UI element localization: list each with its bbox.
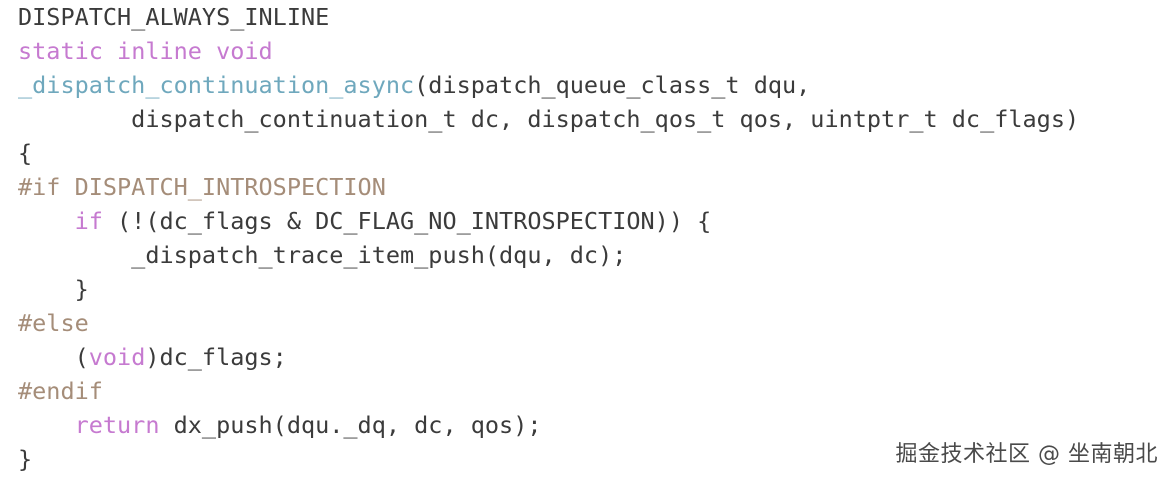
code-token: #if DISPATCH_INTROSPECTION xyxy=(18,173,386,201)
code-token xyxy=(103,37,117,65)
code-line-12: #endif xyxy=(18,374,1079,408)
code-line-13: return dx_push(dqu._dq, dc, qos); xyxy=(18,408,1079,442)
code-token: (dispatch_queue_class_t dqu, xyxy=(414,71,811,99)
code-token: (!(dc_flags & DC_FLAG_NO_INTROSPECTION))… xyxy=(102,207,712,235)
code-token: if xyxy=(74,207,103,235)
code-token: { xyxy=(18,139,33,167)
code-token: _dispatch_continuation_async xyxy=(18,71,415,99)
code-line-7: if (!(dc_flags & DC_FLAG_NO_INTROSPECTIO… xyxy=(18,204,1079,238)
code-token: dispatch_continuation_t dc, dispatch_qos… xyxy=(18,105,1080,133)
code-line-3: _dispatch_continuation_async(dispatch_qu… xyxy=(18,68,1079,102)
code-token: static xyxy=(18,37,103,65)
code-line-9: } xyxy=(18,272,1079,306)
code-token: #else xyxy=(18,309,89,337)
code-token: } xyxy=(18,445,33,473)
code-token: DISPATCH_ALWAYS_INLINE xyxy=(18,3,330,31)
code-line-4: dispatch_continuation_t dc, dispatch_qos… xyxy=(18,102,1079,136)
watermark-text: 掘金技术社区 @ 坐南朝北 xyxy=(895,442,1158,467)
code-line-5: { xyxy=(18,136,1079,170)
code-token: void xyxy=(216,37,273,65)
code-token xyxy=(18,207,75,235)
code-token: )dc_flags; xyxy=(145,343,287,371)
code-token: } xyxy=(18,275,89,303)
code-token: _dispatch_trace_item_push(dqu, dc); xyxy=(18,241,627,269)
code-line-2: static inline void xyxy=(18,34,1079,68)
code-line-14: } xyxy=(18,442,1079,476)
code-line-8: _dispatch_trace_item_push(dqu, dc); xyxy=(18,238,1079,272)
code-token: inline xyxy=(117,37,202,65)
code-token xyxy=(18,411,75,439)
code-line-6: #if DISPATCH_INTROSPECTION xyxy=(18,170,1079,204)
code-token: #endif xyxy=(18,377,103,405)
code-line-10: #else xyxy=(18,306,1079,340)
code-token: void xyxy=(88,343,146,371)
code-token: dx_push(dqu._dq, dc, qos); xyxy=(159,411,542,439)
code-line-11: (void)dc_flags; xyxy=(18,340,1079,374)
code-line-1: DISPATCH_ALWAYS_INLINE xyxy=(18,0,1079,34)
code-token: return xyxy=(74,411,160,439)
code-token: ( xyxy=(18,343,89,371)
code-token xyxy=(202,37,216,65)
